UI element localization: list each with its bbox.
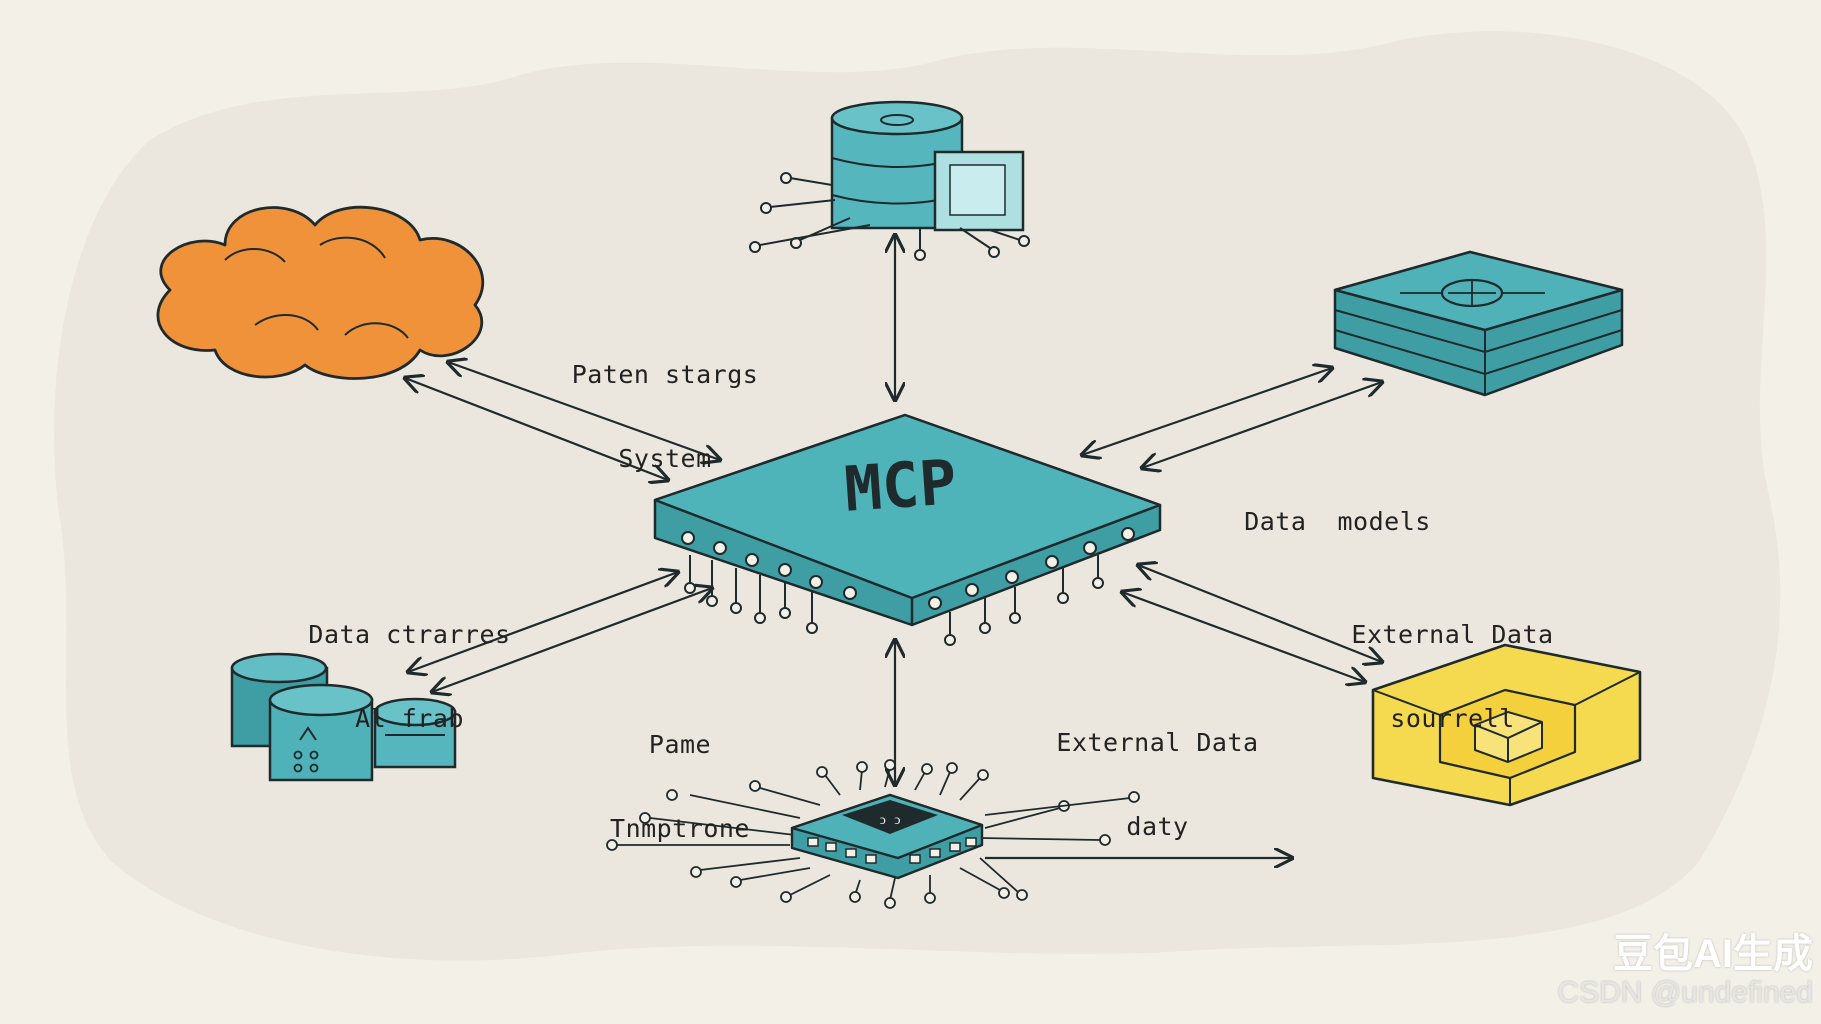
label-top-left: Paten stargs System (545, 305, 785, 501)
label-right-lower: External Data sourrell (1325, 565, 1580, 761)
database-server-icon (749, 100, 1030, 261)
arrow-server-to-mcp-b (1142, 382, 1382, 468)
svg-text:ↄ ↄ: ↄ ↄ (880, 812, 901, 828)
arrow-storage-to-mcp-b (432, 588, 712, 692)
label-left-lower-line1: Data ctrarres (308, 620, 511, 649)
server-stack-icon (1333, 250, 1624, 397)
watermark: 豆包AI生成 CSDN @undefined (1557, 932, 1813, 1010)
label-left-lower: Data ctrarres Al frab (282, 565, 537, 761)
label-bottom-right: External Data daty (1030, 673, 1285, 869)
storage-cylinders-icon (230, 652, 457, 782)
mcp-hub: MCP (653, 413, 1162, 646)
label-right-upper: Data models (1210, 452, 1465, 564)
label-top-left-line2: System (618, 444, 712, 473)
watermark-brand: 豆包AI生成 (1613, 932, 1813, 976)
processor-icon: ↄ ↄ (606, 759, 1140, 909)
label-bottom-right-line1: External Data (1056, 728, 1259, 757)
label-left-lower-line2: Al frab (355, 704, 464, 733)
label-right-lower-line2: sourrell (1390, 704, 1515, 733)
label-top-left-line1: Paten stargs (571, 360, 759, 389)
cube-icon (1371, 643, 1642, 807)
connectors (405, 235, 1382, 858)
arrow-cube-to-mcp-b (1122, 592, 1365, 682)
label-bottom-left: Pame Tnmptrone (565, 675, 795, 871)
mcp-label: MCP (842, 445, 959, 526)
label-bottom-left-line2: Tnmptrone (610, 814, 750, 843)
label-right-lower-line1: External Data (1351, 620, 1554, 649)
label-bottom-left-line1: Pame (648, 730, 712, 759)
label-bottom-right-line2: daty (1126, 812, 1189, 841)
watermark-author: CSDN @undefined (1557, 976, 1813, 1009)
arrow-cloud-to-mcp-b (448, 362, 720, 460)
label-right-upper-line1: Data models (1244, 507, 1431, 536)
cloud-icon (156, 205, 484, 380)
